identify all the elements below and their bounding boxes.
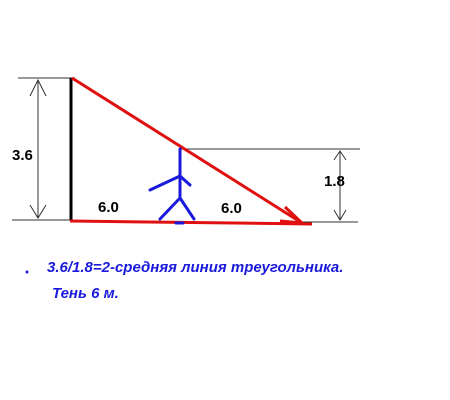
person-left-leg — [158, 196, 182, 221]
hypotenuse-arrowhead — [279, 205, 307, 225]
person-height-arrow-bottom — [333, 209, 347, 221]
triangle — [69, 76, 313, 226]
left-distance-label: 6.0 — [98, 199, 119, 216]
pole-height-arrow-bottom — [29, 204, 47, 219]
triangle-base — [69, 219, 313, 226]
stray-dot — [25, 270, 29, 274]
pole-height-label: 3.6 — [12, 147, 33, 164]
dimension-guides — [12, 77, 360, 223]
shadow-length-label: 6.0 — [221, 200, 242, 217]
pole-height-arrow-top — [29, 78, 47, 97]
triangle-hypotenuse — [71, 76, 303, 225]
person-left-arm — [148, 174, 182, 192]
explanation-line-1: 3.6/1.8=2-средняя линия треугольника. — [47, 259, 343, 276]
person-right-arm — [178, 174, 192, 187]
person-right-leg — [178, 196, 196, 221]
explanation-line-2: Тень 6 м. — [52, 285, 119, 302]
person-height-label: 1.8 — [324, 173, 345, 190]
person-height-arrow-top — [333, 150, 347, 161]
person-figure — [148, 147, 196, 225]
